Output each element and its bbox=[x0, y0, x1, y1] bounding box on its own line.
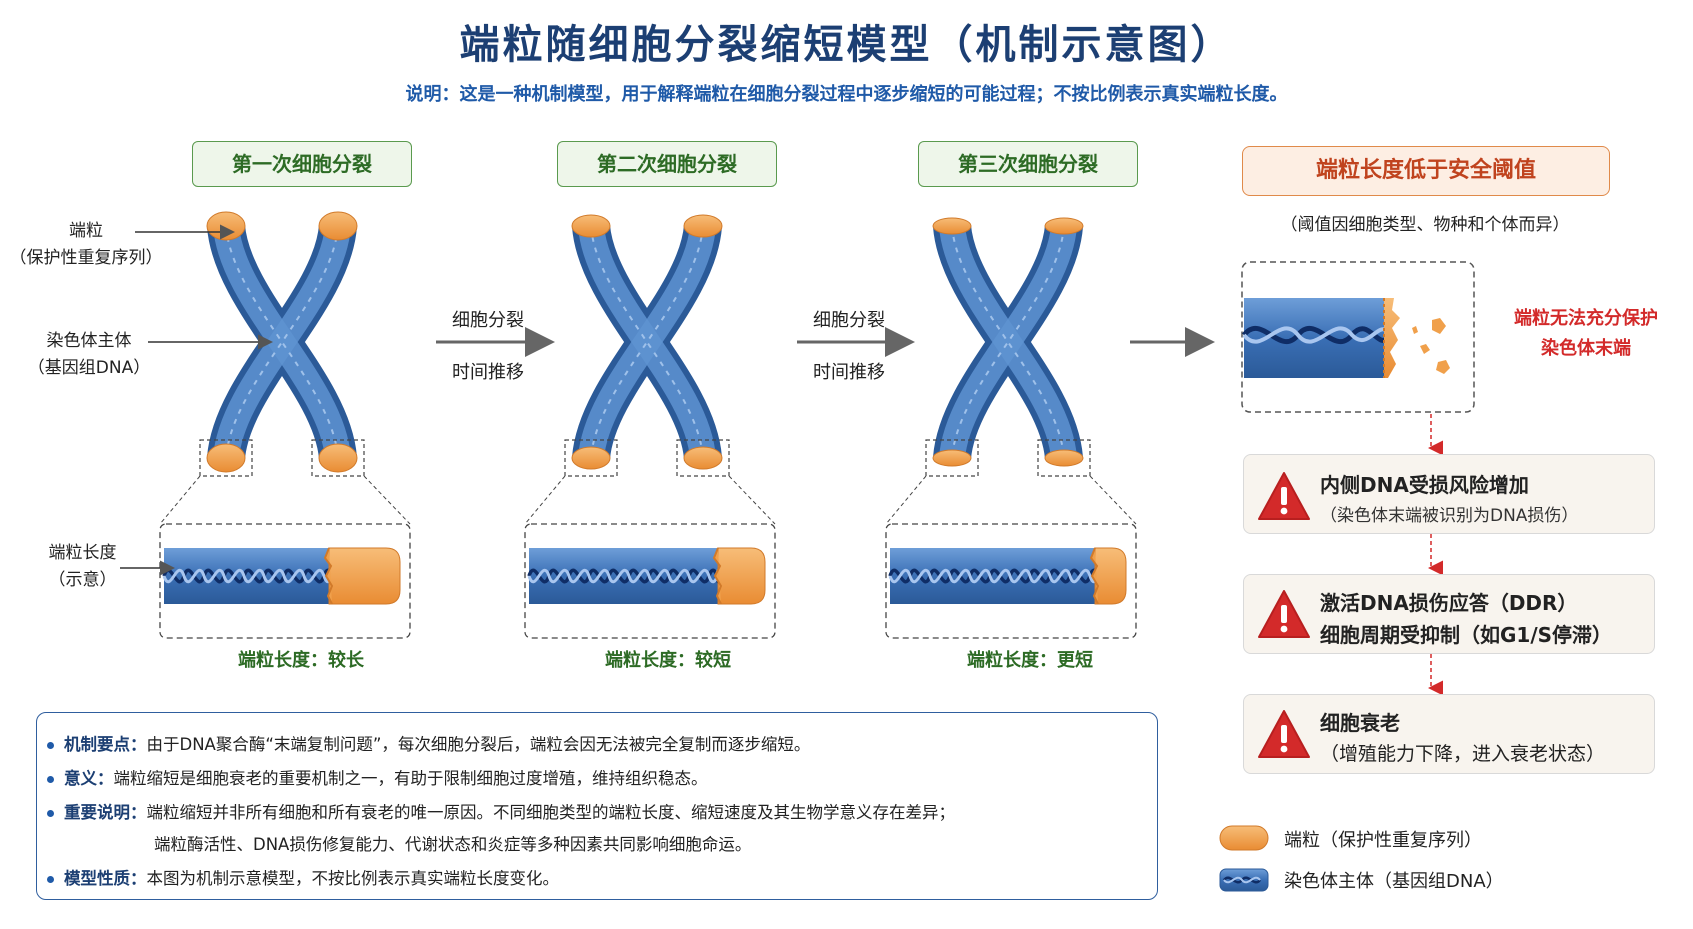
telomere-sublabel: （保护性重复序列） bbox=[9, 248, 163, 268]
telomere-cap bbox=[206, 443, 246, 473]
summary-item-note: 重要说明：端粒缩短并非所有细胞和所有衰老的唯一原因。不同细胞类型的端粒长度、缩短… bbox=[47, 799, 955, 823]
telomere-cap bbox=[318, 443, 358, 473]
stage-2-length-label: 端粒长度：较短 bbox=[605, 650, 731, 671]
telomere-cap bbox=[683, 214, 723, 238]
damaged-telomere-bar bbox=[1242, 298, 1450, 378]
page-title: 端粒随细胞分裂缩短模型（机制示意图） bbox=[459, 22, 1234, 68]
summary-key: 重要说明： bbox=[64, 803, 147, 822]
zoom-source-frame bbox=[311, 439, 365, 477]
chromosome-group bbox=[159, 211, 1137, 639]
stage-1-length-label: 端粒长度：较长 bbox=[238, 650, 364, 671]
telomere-cap bbox=[932, 449, 972, 467]
telomere-segment bbox=[1094, 547, 1127, 605]
consequence-card-1: 内侧DNA受损风险增加 （染色体末端被识别为DNA损伤） bbox=[1243, 454, 1655, 534]
warning-icon bbox=[1258, 590, 1310, 638]
summary-text: 端粒缩短是细胞衰老的重要机制之一，有助于限制细胞过度增殖，维持组织稳态。 bbox=[113, 769, 708, 788]
chromosome bbox=[524, 214, 776, 639]
telomere-label: 端粒 bbox=[69, 221, 103, 241]
chromosome-label: 染色体主体 bbox=[46, 331, 132, 351]
threshold-title: 端粒长度低于安全阈值 bbox=[1242, 146, 1610, 196]
telomere-segment bbox=[328, 547, 401, 605]
summary-item-mechanism: 机制要点：由于DNA聚合酶“末端复制问题”，每次细胞分裂后，端粒会因无法被完全复… bbox=[47, 731, 810, 755]
summary-key: 模型性质： bbox=[64, 869, 147, 888]
arrow-1-line2: 时间推移 bbox=[452, 362, 524, 383]
consequence-2-detail: 细胞周期受抑制（如G1/S停滞） bbox=[1320, 623, 1613, 647]
legend-chromosome-swatch bbox=[1219, 868, 1269, 892]
summary-panel: 机制要点：由于DNA聚合酶“末端复制问题”，每次细胞分裂后，端粒会因无法被完全复… bbox=[36, 712, 1158, 900]
chromosome bbox=[159, 211, 411, 639]
length-sublabel: （示意） bbox=[48, 570, 117, 590]
summary-key: 意义： bbox=[64, 769, 114, 788]
telomere-segment bbox=[717, 547, 766, 605]
summary-text: 由于DNA聚合酶“末端复制问题”，每次细胞分裂后，端粒会因无法被完全复制而逐步缩… bbox=[146, 735, 811, 754]
stage-1-label: 第一次细胞分裂 bbox=[192, 141, 412, 187]
telomere-fragment bbox=[1436, 360, 1450, 374]
consequence-2-title: 激活DNA损伤应答（DDR） bbox=[1320, 591, 1578, 615]
zoom-source-frame bbox=[199, 439, 253, 477]
telomere-cap bbox=[1044, 217, 1084, 235]
warning-icon bbox=[1258, 710, 1310, 758]
telomere-fragment bbox=[1412, 326, 1418, 334]
telomere-cap bbox=[571, 214, 611, 238]
bullet-icon bbox=[47, 742, 54, 749]
telomere-cap bbox=[571, 446, 611, 470]
bullet-icon bbox=[47, 810, 54, 817]
length-label: 端粒长度 bbox=[48, 543, 117, 563]
stage-3-length-label: 端粒长度：更短 bbox=[967, 650, 1093, 671]
telomere-cap bbox=[1044, 449, 1084, 467]
summary-text: 端粒缩短并非所有细胞和所有衰老的唯一原因。不同细胞类型的端粒长度、缩短速度及其生… bbox=[146, 803, 956, 822]
consequence-card-3: 细胞衰老 （增殖能力下降，进入衰老状态） bbox=[1243, 694, 1655, 774]
bullet-icon bbox=[47, 776, 54, 783]
legend-chromosome-label: 染色体主体（基因组DNA） bbox=[1284, 871, 1504, 892]
chromosome bbox=[885, 217, 1137, 639]
telomere-fragment bbox=[1432, 318, 1446, 334]
arrow-2-line1: 细胞分裂 bbox=[813, 310, 885, 331]
consequence-1-title: 内侧DNA受损风险增加 bbox=[1320, 473, 1529, 497]
zoom-source-frame bbox=[676, 439, 730, 477]
stage-2-label: 第二次细胞分裂 bbox=[557, 141, 777, 187]
threshold-note: （阈值因细胞类型、物种和个体而异） bbox=[1280, 215, 1570, 235]
arrow-1-line1: 细胞分裂 bbox=[452, 310, 524, 331]
summary-item-model: 模型性质：本图为机制示意模型，不按比例表示真实端粒长度变化。 bbox=[47, 865, 559, 889]
telomere-length-bar bbox=[527, 547, 766, 605]
threshold-warning-line2: 染色体末端 bbox=[1541, 338, 1631, 359]
consequence-card-2: 激活DNA损伤应答（DDR） 细胞周期受抑制（如G1/S停滞） bbox=[1243, 574, 1655, 654]
threshold-zoom-frame bbox=[1241, 261, 1475, 413]
telomere-length-bar bbox=[162, 547, 401, 605]
consequence-3-detail: （增殖能力下降，进入衰老状态） bbox=[1320, 743, 1606, 765]
threshold-warning-line1: 端粒无法充分保护 bbox=[1514, 308, 1658, 329]
legend-telomere-swatch bbox=[1219, 825, 1269, 851]
zoom-source-frame bbox=[925, 439, 979, 477]
consequence-1-detail: （染色体末端被识别为DNA损伤） bbox=[1320, 506, 1579, 526]
telomere-cap bbox=[932, 217, 972, 235]
telomere-cap bbox=[683, 446, 723, 470]
arrow-2-line2: 时间推移 bbox=[813, 362, 885, 383]
warning-icon bbox=[1258, 472, 1310, 520]
summary-key: 机制要点： bbox=[64, 735, 147, 754]
consequence-3-title: 细胞衰老 bbox=[1320, 711, 1400, 735]
telomere-cap bbox=[206, 211, 246, 241]
chromosome-sublabel: （基因组DNA） bbox=[27, 358, 151, 378]
zoom-source-frame bbox=[1037, 439, 1091, 477]
summary-text: 本图为机制示意模型，不按比例表示真实端粒长度变化。 bbox=[146, 869, 560, 888]
summary-item-significance: 意义：端粒缩短是细胞衰老的重要机制之一，有助于限制细胞过度增殖，维持组织稳态。 bbox=[47, 765, 708, 789]
summary-item-note-cont: 端粒酶活性、DNA损伤修复能力、代谢状态和炎症等多种因素共同影响细胞命运。 bbox=[154, 835, 752, 854]
page-subtitle: 说明：这是一种机制模型，用于解释端粒在细胞分裂过程中逐步缩短的可能过程；不按比例… bbox=[405, 84, 1288, 105]
telomere-fragment bbox=[1420, 344, 1430, 354]
stage-3-label: 第三次细胞分裂 bbox=[918, 141, 1138, 187]
legend-telomere-label: 端粒（保护性重复序列） bbox=[1284, 830, 1482, 851]
bullet-icon bbox=[47, 876, 54, 883]
zoom-source-frame bbox=[564, 439, 618, 477]
telomere-length-bar bbox=[888, 547, 1127, 605]
telomere-cap bbox=[318, 211, 358, 241]
